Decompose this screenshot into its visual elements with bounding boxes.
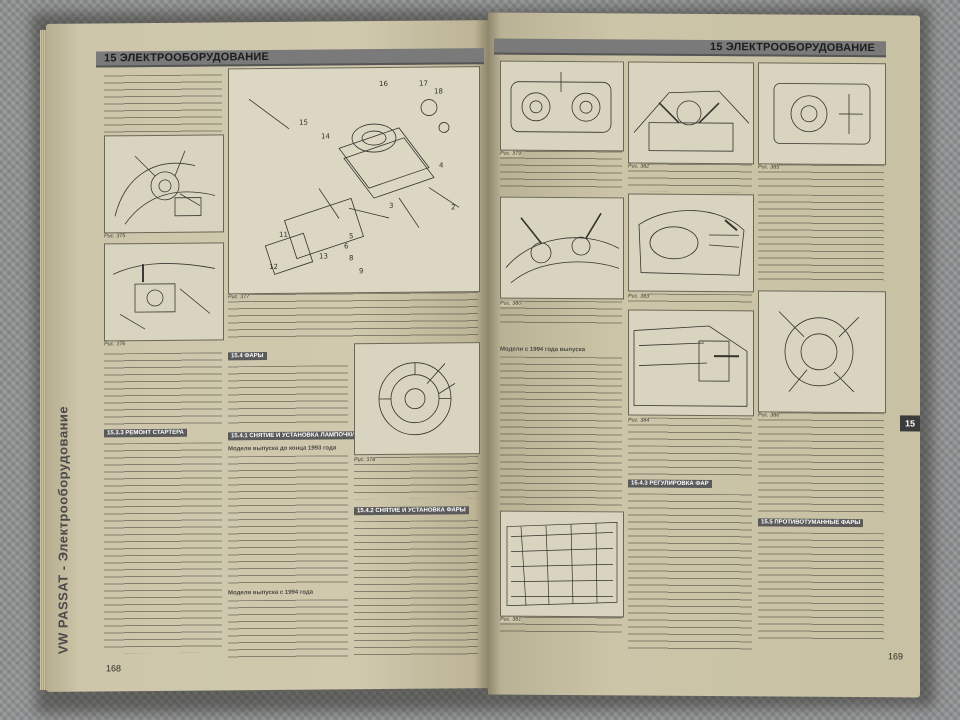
section-lamp-replace: 15.4.1 СНЯТИЕ И УСТАНОВКА ЛАМПОЧКИ xyxy=(228,431,359,441)
svg-text:11: 11 xyxy=(279,231,288,239)
right-col3-text-3 xyxy=(758,532,884,644)
left-page-header: 15 ЭЛЕКТРООБОРУДОВАНИЕ xyxy=(104,50,270,65)
figure-375 xyxy=(104,134,224,234)
caption-fig-379: Рис. 379 xyxy=(500,150,622,192)
svg-text:14: 14 xyxy=(321,132,330,140)
section-fog-lights: 15.5 ПРОТИВОТУМАННЫЕ ФАРЫ xyxy=(758,518,864,528)
caption-fig-381-label: Рис. 381 xyxy=(500,616,522,623)
caption-fig-377-label: Рис. 377 xyxy=(228,294,250,301)
section-adjust: 15.4.3 РЕГУЛИРОВКА ФАР xyxy=(628,479,712,489)
caption-fig-382: Рис. 382 xyxy=(628,163,752,193)
left-col-text-1 xyxy=(104,352,222,426)
svg-text:9: 9 xyxy=(359,267,363,275)
figure-383 xyxy=(628,193,754,293)
subheading-right-since-1994: Модели с 1994 года выпуска xyxy=(500,346,586,354)
mid-col-text-1 xyxy=(228,365,348,429)
caption-fig-383: Рис. 383 xyxy=(628,293,752,305)
caption-fig-376: Рис. 376 xyxy=(104,341,126,348)
right-page-header: 15 ЭЛЕКТРООБОРУДОВАНИЕ xyxy=(710,41,876,55)
caption-fig-383-label: Рис. 383 xyxy=(628,293,650,300)
svg-text:4: 4 xyxy=(439,161,444,169)
section-starter-repair: 15.3.3 РЕМОНТ СТАРТЕРА xyxy=(104,428,187,438)
caption-fig-375: Рис. 375 xyxy=(104,233,126,240)
intro-text-block xyxy=(104,74,222,134)
svg-text:18: 18 xyxy=(434,87,443,95)
figure-386 xyxy=(758,290,886,414)
section-headlights: 15.4 ФАРЫ xyxy=(228,352,267,361)
svg-text:16: 16 xyxy=(379,80,388,88)
left-col-text-2 xyxy=(104,442,222,654)
side-title: VW PASSAT - Электрооборудование xyxy=(52,380,74,680)
caption-fig-381: Рис. 381 xyxy=(500,616,622,636)
caption-fig-384-label: Рис. 384 xyxy=(628,417,650,424)
figure-382 xyxy=(628,61,754,165)
svg-text:13: 13 xyxy=(319,252,328,260)
right-col2-text-2 xyxy=(628,493,752,653)
right-col-text-left-page xyxy=(354,520,478,658)
figure-384 xyxy=(628,309,754,417)
figure-381 xyxy=(500,510,624,618)
left-page: 15 ЭЛЕКТРООБОРУДОВАНИЕ Рис. 375 Рис. 376… xyxy=(46,20,488,692)
caption-fig-386: Рис. 386 xyxy=(758,412,884,440)
right-col3-text-2 xyxy=(758,440,884,516)
right-col2-text-1 xyxy=(628,445,752,477)
left-page-number: 168 xyxy=(106,663,122,674)
figure-380 xyxy=(500,196,624,300)
caption-fig-377: Рис. 377 xyxy=(228,292,478,343)
caption-fig-379-label: Рис. 379 xyxy=(500,150,522,157)
mid-col-text-3 xyxy=(228,599,348,659)
subheading-since-1994: Модели выпуска с 1994 года xyxy=(228,589,314,597)
svg-text:2: 2 xyxy=(451,203,455,211)
right-col3-text-1 xyxy=(758,194,884,286)
caption-fig-380-label: Рис. 380 xyxy=(500,300,522,307)
subheading-until-1993: Модели выпуска до конца 1993 года xyxy=(228,445,337,453)
svg-text:15: 15 xyxy=(299,119,308,127)
caption-fig-385-label: Рис. 385 xyxy=(758,164,780,171)
caption-fig-386-label: Рис. 386 xyxy=(758,412,780,419)
svg-text:3: 3 xyxy=(389,202,393,210)
right-col1-text xyxy=(500,356,622,508)
figure-378 xyxy=(354,342,480,456)
caption-fig-384: Рис. 384 xyxy=(628,417,752,443)
caption-fig-385: Рис. 385 xyxy=(758,164,884,192)
svg-text:12: 12 xyxy=(269,263,278,271)
figure-379 xyxy=(500,60,624,152)
page-stack-edge xyxy=(40,30,50,690)
figure-376 xyxy=(104,242,224,342)
svg-text:6: 6 xyxy=(344,242,349,250)
caption-fig-378-label: Рис. 378 xyxy=(354,457,376,464)
caption-fig-382-label: Рис. 382 xyxy=(628,163,650,170)
right-page-number: 169 xyxy=(888,651,904,662)
svg-text:5: 5 xyxy=(349,232,353,240)
figure-385 xyxy=(758,62,886,166)
caption-fig-378: Рис. 378 xyxy=(354,456,478,500)
svg-text:17: 17 xyxy=(419,80,428,88)
chapter-tab: 15 xyxy=(900,415,920,432)
side-title-text: VW PASSAT - Электрооборудование xyxy=(55,405,71,655)
svg-text:8: 8 xyxy=(349,254,353,262)
section-headlight-remove: 15.4.2 СНЯТИЕ И УСТАНОВКА ФАРЫ xyxy=(354,506,469,516)
right-page: 15 ЭЛЕКТРООБОРУДОВАНИЕ Рис. 379 Рис. 380… xyxy=(488,12,920,698)
mid-col-text-2 xyxy=(228,455,348,587)
caption-fig-380: Рис. 380 xyxy=(500,300,622,328)
